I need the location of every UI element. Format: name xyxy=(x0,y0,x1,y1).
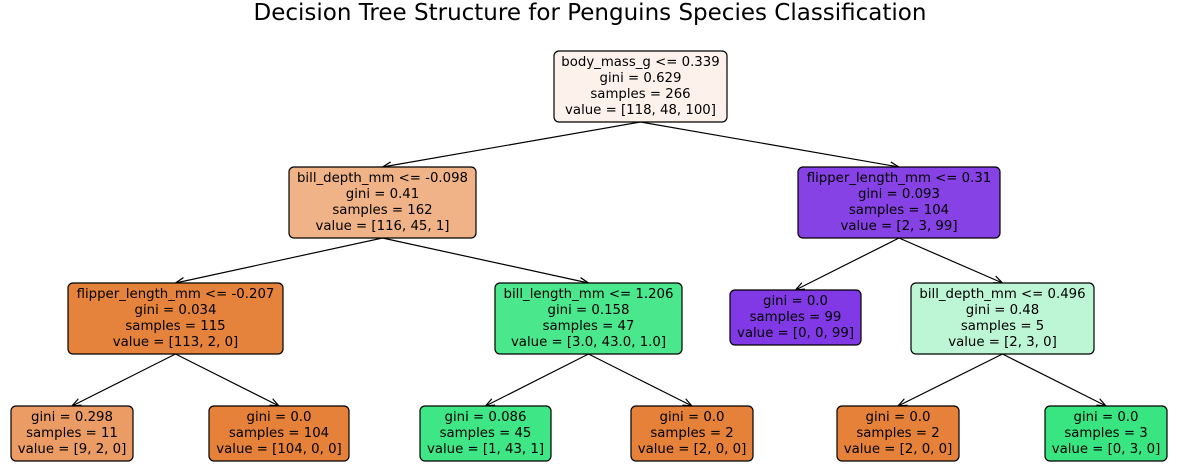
node-text-line: body_mass_g <= 0.339 xyxy=(561,55,719,70)
node-text-line: gini = 0.298 xyxy=(31,410,113,425)
node-text-line: gini = 0.034 xyxy=(135,303,217,318)
node-box xyxy=(10,405,134,462)
diagram-title: Decision Tree Structure for Penguins Spe… xyxy=(253,0,927,26)
node-text-line: gini = 0.093 xyxy=(858,187,940,202)
tree-edges xyxy=(72,121,1107,406)
node-text-line: gini = 0.158 xyxy=(548,303,630,318)
node-box xyxy=(630,405,754,462)
edge-root-to-n1 xyxy=(383,121,641,167)
node-text-line: gini = 0.0 xyxy=(763,294,828,309)
node-box xyxy=(553,50,728,123)
edge-n6-to-n12 xyxy=(1002,353,1107,406)
node-text-line: value = [0, 3, 0] xyxy=(1052,442,1161,457)
node-text-line: value = [118, 48, 100] xyxy=(565,103,716,118)
edge-n4-to-n9 xyxy=(486,353,589,406)
node-text-line: samples = 45 xyxy=(440,426,532,441)
node-text-line: samples = 2 xyxy=(856,426,939,441)
node-text-line: samples = 47 xyxy=(543,319,635,334)
node-text-line: gini = 0.0 xyxy=(1074,410,1139,425)
node-box xyxy=(910,282,1095,355)
edge-n1-to-n3 xyxy=(176,237,383,283)
node-text-line: value = [2, 3, 99] xyxy=(840,219,957,234)
node-text-line: flipper_length_mm <= 0.31 xyxy=(807,171,992,186)
node-box xyxy=(797,166,1001,239)
node-box xyxy=(494,282,683,355)
node-text-line: samples = 2 xyxy=(650,426,733,441)
node-text-line: value = [2, 0, 0] xyxy=(638,442,747,457)
node-text-line: bill_length_mm <= 1.206 xyxy=(504,287,674,302)
node-text-line: value = [2, 0, 0] xyxy=(844,442,953,457)
edge-n2-to-n6 xyxy=(898,237,1003,283)
node-box xyxy=(1044,405,1168,462)
node-box xyxy=(288,166,477,239)
edge-root-to-n2 xyxy=(640,121,900,167)
edge-n6-to-n11 xyxy=(898,353,1003,406)
node-box xyxy=(208,405,350,462)
node-box xyxy=(67,282,284,355)
node-text-line: bill_depth_mm <= -0.098 xyxy=(297,171,468,186)
node-text-line: samples = 5 xyxy=(961,319,1044,334)
edge-n2-to-n5 xyxy=(796,237,900,290)
node-text-line: gini = 0.41 xyxy=(346,187,419,202)
node-text-line: samples = 11 xyxy=(26,426,118,441)
node-text-line: value = [0, 0, 99] xyxy=(737,326,854,341)
node-text-line: gini = 0.0 xyxy=(866,410,931,425)
node-box xyxy=(729,289,862,346)
node-text-line: value = [116, 45, 1] xyxy=(316,219,450,234)
node-box xyxy=(419,405,552,462)
node-text-line: bill_depth_mm <= 0.496 xyxy=(919,287,1085,302)
node-text-line: flipper_length_mm <= -0.207 xyxy=(77,287,275,302)
node-text-line: value = [104, 0, 0] xyxy=(216,442,342,457)
node-text-line: gini = 0.0 xyxy=(660,410,725,425)
node-text-line: samples = 266 xyxy=(590,87,690,102)
node-text-line: value = [3.0, 43.0, 1.0] xyxy=(511,335,666,350)
node-box xyxy=(836,405,960,462)
node-text-line: samples = 3 xyxy=(1064,426,1147,441)
edge-n3-to-n8 xyxy=(175,353,280,406)
node-text-line: samples = 104 xyxy=(229,426,329,441)
edge-n1-to-n4 xyxy=(382,237,589,283)
node-text-line: gini = 0.629 xyxy=(600,71,682,86)
node-text-line: gini = 0.0 xyxy=(247,410,312,425)
node-text-line: gini = 0.086 xyxy=(445,410,527,425)
node-text-line: value = [113, 2, 0] xyxy=(113,335,239,350)
node-text-line: value = [2, 3, 0] xyxy=(948,335,1057,350)
node-text-line: samples = 162 xyxy=(332,203,432,218)
edge-n3-to-n7 xyxy=(72,353,176,406)
node-text-line: samples = 115 xyxy=(125,319,225,334)
node-text-line: gini = 0.48 xyxy=(966,303,1039,318)
node-text-line: value = [1, 43, 1] xyxy=(427,442,544,457)
node-text-line: samples = 104 xyxy=(849,203,949,218)
edge-n4-to-n10 xyxy=(588,353,693,406)
node-text-line: value = [9, 2, 0] xyxy=(18,442,127,457)
node-text-line: samples = 99 xyxy=(750,310,842,325)
